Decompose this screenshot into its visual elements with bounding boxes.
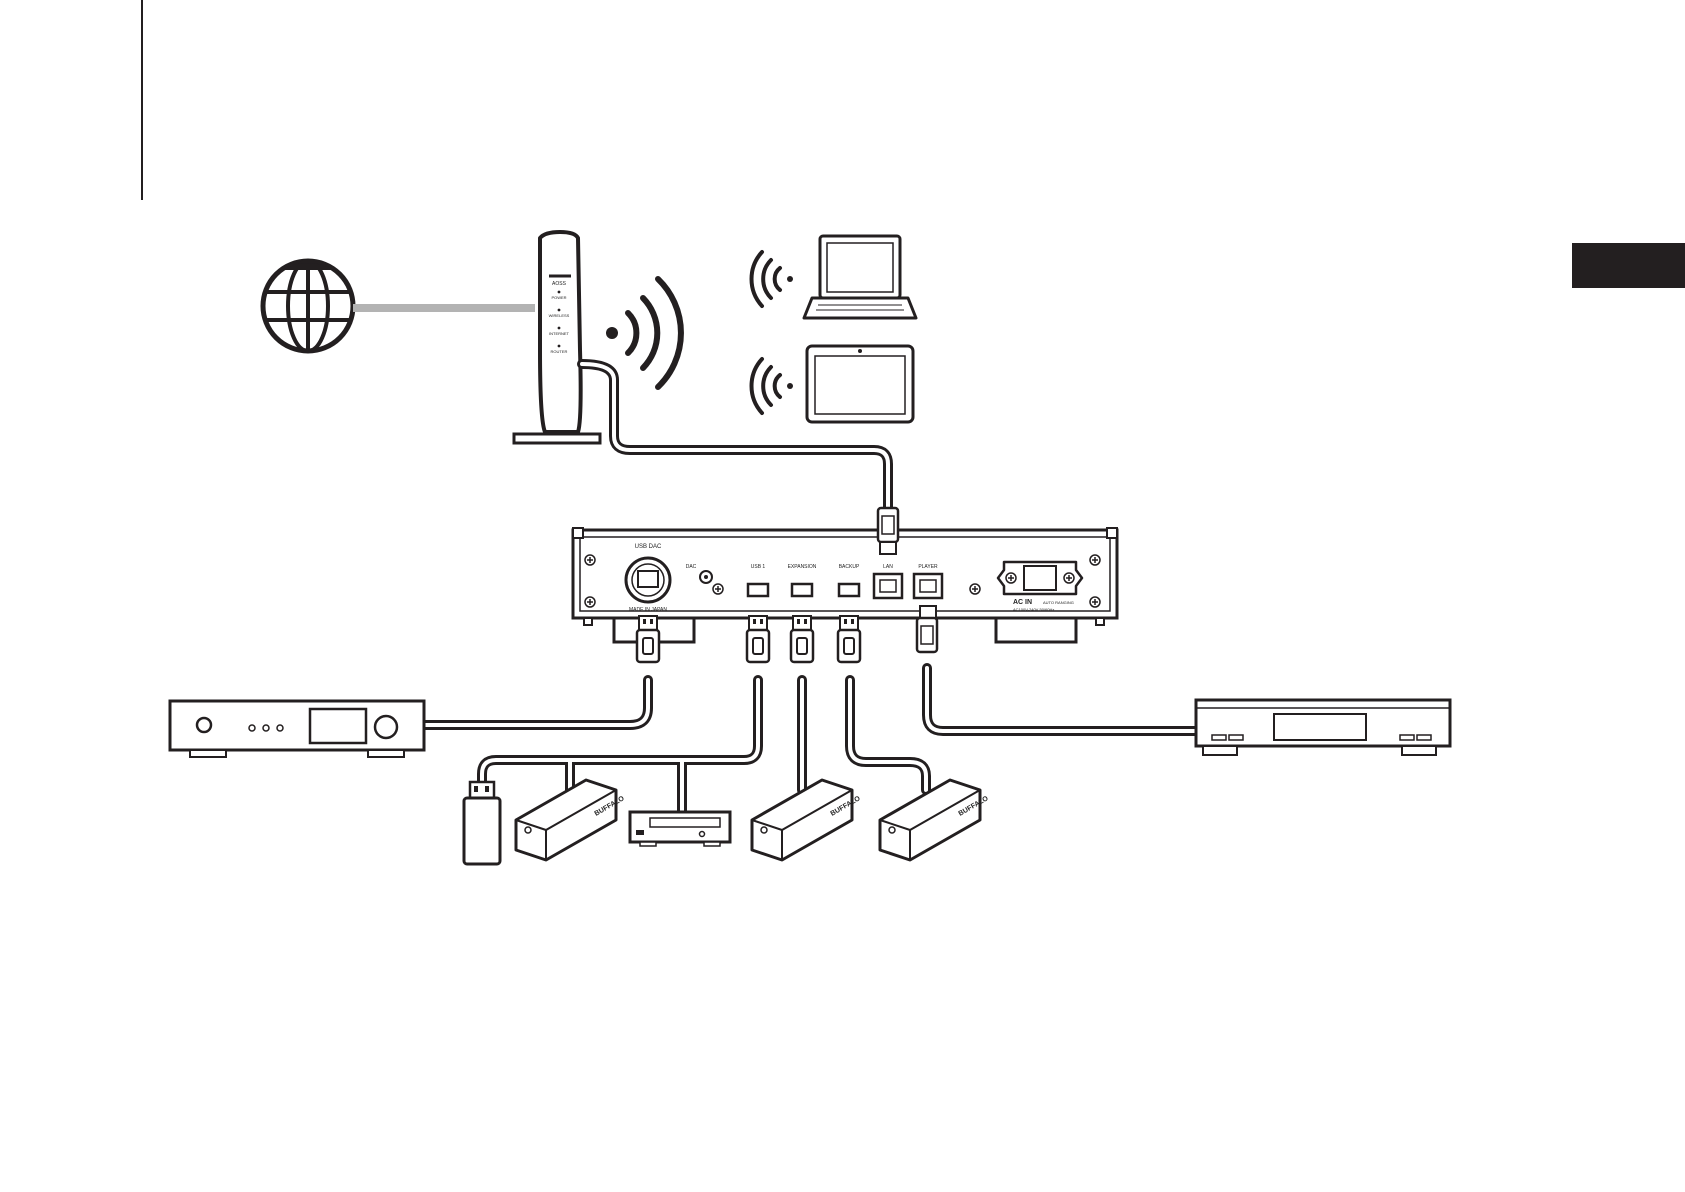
laptop-icon: [804, 236, 916, 318]
optical-drive: [630, 812, 730, 846]
ac-spec-label-2: AUTO RANGING: [1043, 600, 1074, 605]
port-label-player: PLAYER: [918, 564, 938, 570]
hdd-2: BUFFALO: [752, 780, 862, 860]
port-label-dac: DAC: [686, 564, 697, 570]
made-in-label: MADE IN JAPAN: [629, 607, 667, 613]
ac-in-label: AC IN: [1013, 599, 1032, 606]
port-label-backup: BACKUP: [839, 564, 860, 570]
wireless-router: AOSS POWER WIRELESS INTERNET ROUTER: [514, 232, 600, 443]
port-label-usb-dac: USB DAC: [635, 544, 662, 550]
router-led-wireless: WIRELESS: [549, 313, 570, 318]
wifi-icon: [606, 279, 681, 387]
port-label-expansion: EXPANSION: [788, 564, 817, 570]
network-player-device: [1196, 700, 1450, 755]
lan-plug: [878, 508, 898, 554]
hdd-1: BUFFALO: [516, 780, 626, 860]
port-label-lan: LAN: [883, 564, 893, 570]
tablet-wifi-icon: [752, 359, 793, 413]
usb-flash-drive: [464, 782, 500, 864]
port-label-usb1: USB 1: [751, 564, 766, 570]
router-model-label: AOSS: [552, 281, 567, 287]
player-lan-plug: [917, 606, 937, 652]
router-led-internet: INTERNET: [549, 331, 570, 336]
ac-spec-label-1: AC100V-240V 50/60Hz: [1013, 607, 1054, 612]
laptop-wifi-icon: [752, 252, 793, 306]
globe-icon: [263, 261, 353, 351]
router-led-router: ROUTER: [551, 349, 568, 354]
router-led-power: POWER: [551, 295, 566, 300]
hdd-3: BUFFALO: [880, 780, 990, 860]
tablet-icon: [807, 346, 913, 422]
usb-dac-device: [170, 701, 424, 757]
